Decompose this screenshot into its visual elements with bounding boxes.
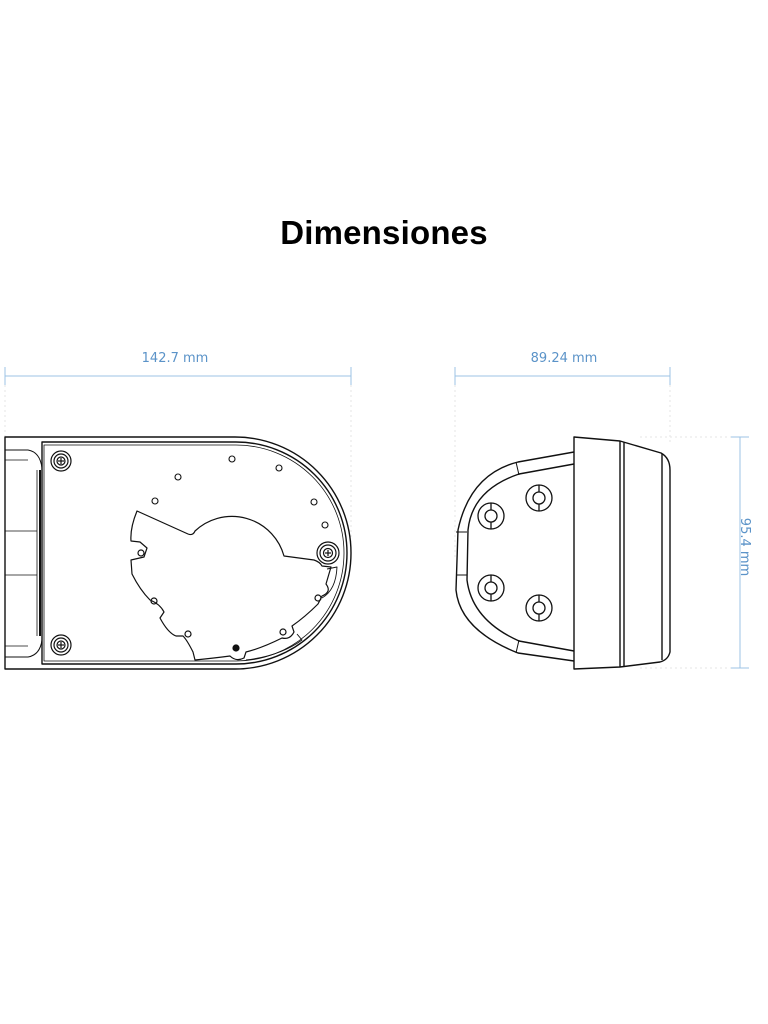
bolt-icon: [477, 574, 505, 602]
dimension-line-side-view-height: [640, 436, 749, 669]
bolt-icon: [525, 594, 553, 622]
dimension-line-side-view-width: [454, 367, 671, 560]
screw-icon: [50, 634, 72, 656]
bolt-icon: [525, 484, 553, 512]
cable-cutout: [130, 510, 338, 661]
width-dimension-label-side-view: 89.24 mm: [530, 351, 598, 366]
dimension-line-top-view-width: [4, 367, 352, 560]
top-view-bracket: [4, 436, 352, 670]
screw-icon: [316, 541, 340, 565]
width-dimension-label-top-view: 142.7 mm: [141, 351, 209, 366]
side-view-bracket: [455, 436, 671, 670]
mounting-holes: [151, 455, 329, 529]
bolt-icon: [477, 502, 505, 530]
screw-icon: [50, 450, 72, 472]
page-title: Dimensiones: [280, 214, 488, 251]
